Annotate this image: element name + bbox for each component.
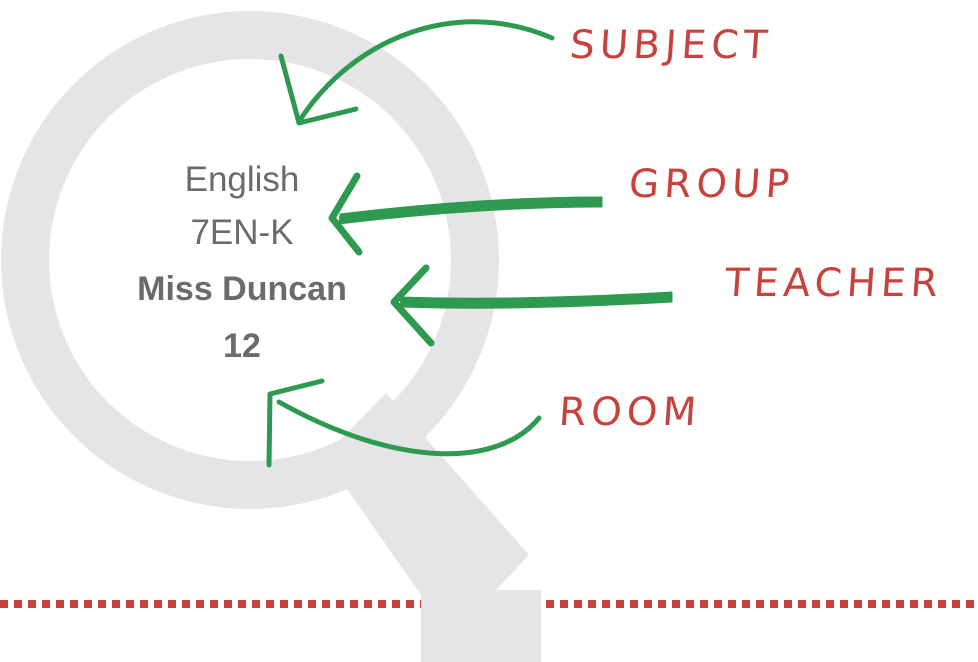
teacher-value: Miss Duncan: [137, 270, 347, 308]
room-label: ROOM: [557, 390, 703, 435]
teacher-label: TEACHER: [723, 261, 945, 306]
room-value: 12: [223, 327, 261, 365]
group-value: 7EN-K: [190, 213, 294, 252]
teacher-arrow-icon: [390, 264, 673, 347]
subject-arrow-icon: [278, 19, 555, 126]
group-label: GROUP: [627, 162, 796, 207]
room-arrow-icon: [266, 378, 542, 468]
subject-value: English: [184, 160, 300, 199]
group-arrow-icon: [328, 172, 603, 256]
magnifying-glass-icon: [1, 11, 541, 662]
subject-label: SUBJECT: [568, 23, 774, 68]
